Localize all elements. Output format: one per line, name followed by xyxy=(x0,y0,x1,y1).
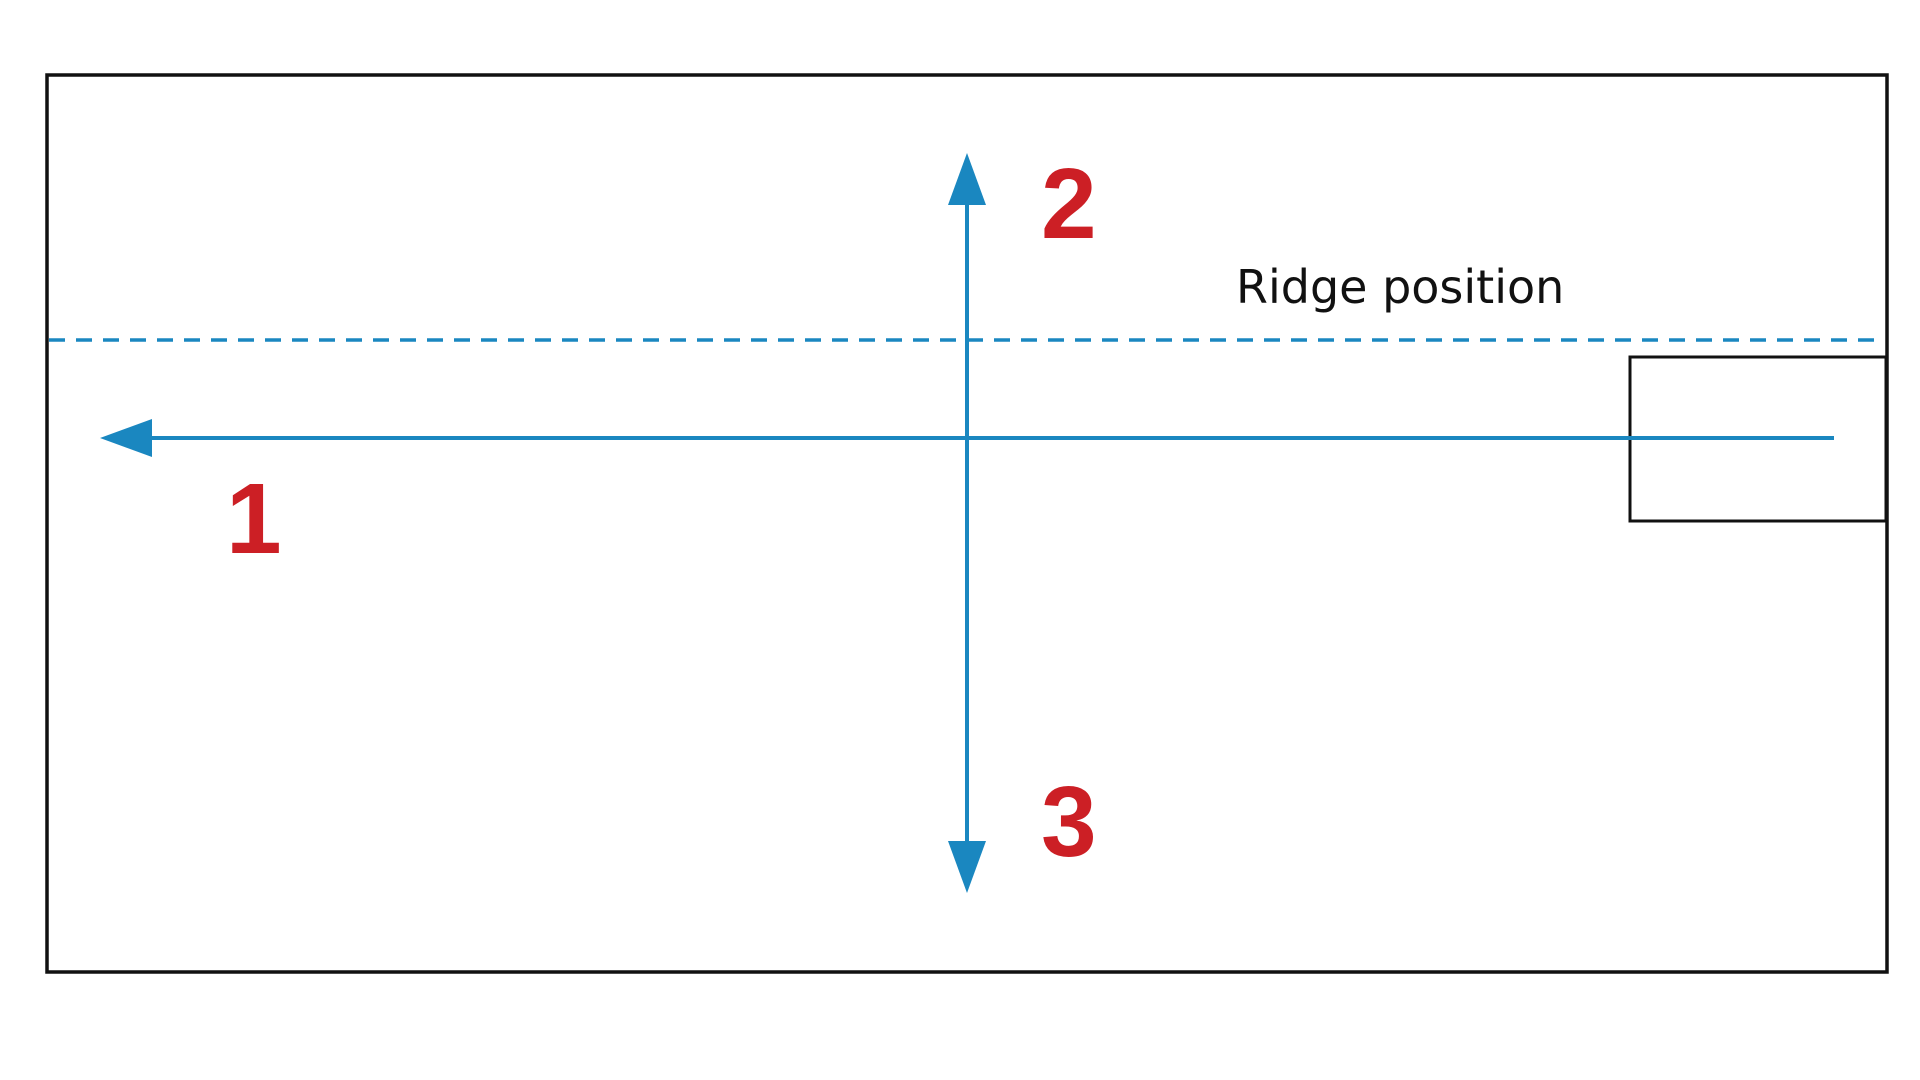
ridge-position-label: Ridge position xyxy=(1236,260,1564,314)
roof-outline xyxy=(45,73,1889,974)
arrowhead-left-icon xyxy=(100,419,152,457)
arrowhead-down-icon xyxy=(948,841,986,893)
direction-number-3: 3 xyxy=(1041,766,1097,878)
direction-arrow-vertical xyxy=(948,153,986,893)
direction-number-1: 1 xyxy=(226,463,282,575)
direction-number-2: 2 xyxy=(1041,148,1097,260)
arrowhead-up-icon xyxy=(948,153,986,205)
direction-arrow-1 xyxy=(100,419,1834,457)
